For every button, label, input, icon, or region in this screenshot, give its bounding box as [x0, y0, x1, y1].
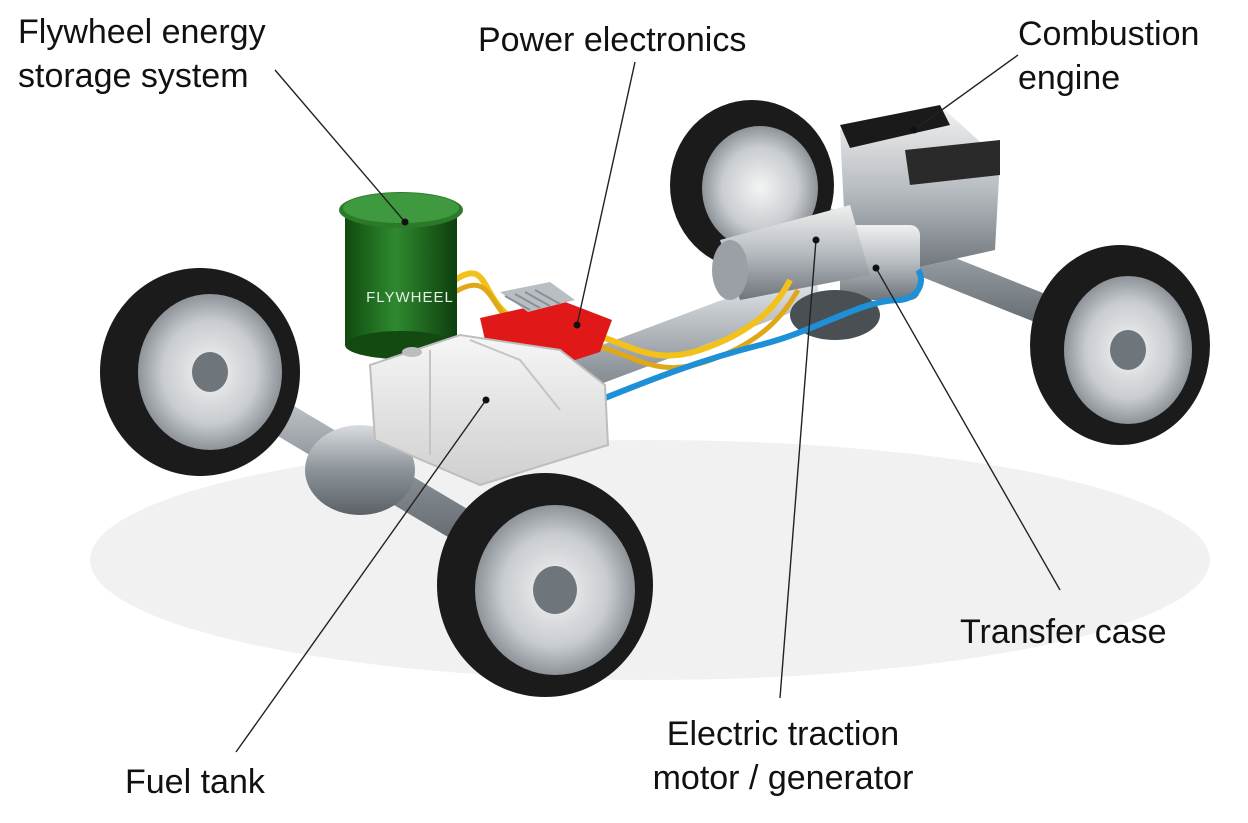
- traction-motor-label: Electric traction motor / generator: [638, 712, 928, 800]
- yellow-cable: [453, 270, 793, 359]
- leader-dots: [401, 126, 918, 404]
- fuel-tank-label: Fuel tank: [125, 760, 265, 804]
- traction-motor-label-line1: Electric traction: [666, 715, 900, 753]
- dot-combustion: [910, 126, 918, 134]
- dot-traction-motor: [812, 236, 820, 244]
- combustion-label-line2: engine: [1018, 59, 1121, 97]
- transfer-case-label: Transfer case: [960, 610, 1167, 654]
- leader-power-electronics: [576, 61, 636, 326]
- power-electronics-label: Power electronics: [478, 18, 746, 62]
- traction-motor-label-line2: motor / generator: [652, 759, 914, 797]
- combustion-label: Combustion engine: [1018, 12, 1199, 100]
- power-electronics-label-text: Power electronics: [478, 21, 747, 59]
- dot-power-electronics: [573, 321, 581, 329]
- flywheel-label: Flywheel energy storage system: [18, 10, 266, 98]
- yellow-cable-2: [453, 282, 801, 370]
- flywheel-label-line1: Flywheel energy: [18, 13, 266, 51]
- blue-cable: [598, 268, 924, 403]
- leader-traction-motor: [779, 239, 817, 699]
- leader-transfer-case: [875, 267, 1061, 591]
- differential: [305, 425, 415, 515]
- leader-lines: [235, 54, 1061, 753]
- dot-fuel-tank: [482, 396, 490, 404]
- flywheel-label-line2: storage system: [18, 57, 249, 95]
- leader-combustion: [913, 54, 1019, 131]
- fuel-tank-label-text: Fuel tank: [125, 763, 265, 801]
- dot-flywheel: [401, 218, 409, 226]
- flywheel-housing-marking: FLYWHEEL: [366, 289, 454, 306]
- wheel-rear-left: [100, 268, 300, 476]
- fuel-tank-part: [368, 333, 610, 487]
- flywheel-part: FLYWHEEL: [339, 192, 463, 359]
- combustion-label-line1: Combustion: [1018, 15, 1200, 53]
- cables: [453, 268, 924, 403]
- transfer-case-label-text: Transfer case: [960, 613, 1167, 651]
- leader-fuel-tank: [235, 399, 487, 753]
- dot-transfer-case: [872, 264, 880, 272]
- wheel-rear-right: [437, 473, 653, 697]
- leader-flywheel: [274, 69, 406, 223]
- wheel-front-right: [1030, 245, 1210, 445]
